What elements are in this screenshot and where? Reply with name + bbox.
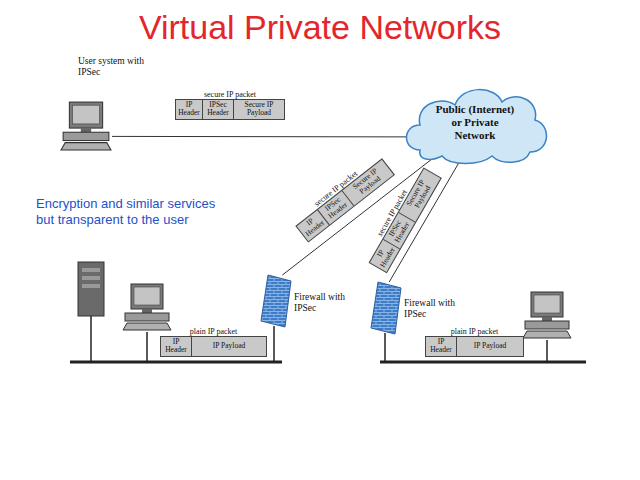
field-text: IP Header xyxy=(428,338,454,355)
network-link xyxy=(112,136,406,138)
computer-icon xyxy=(60,100,112,152)
header-field: IP Header xyxy=(161,337,191,356)
packet-heading: plain IP packet xyxy=(131,327,296,336)
cloud-text: Public (Internet) or Private Network xyxy=(433,103,517,143)
packet-heading: secure IP packet xyxy=(346,138,438,288)
firewall-node: Firewall with IPSec xyxy=(260,275,292,327)
system-label: User system with IPSec xyxy=(78,56,148,78)
field-text: IP Header xyxy=(372,242,397,269)
firewall-label: Firewall with IPSec xyxy=(404,298,460,320)
firewall-wall xyxy=(370,282,402,334)
right-lan xyxy=(380,292,586,362)
note-text: Encryption and similar services but tran… xyxy=(36,196,236,229)
ip-packet: secure IP packetIP HeaderIPSec HeaderSec… xyxy=(175,99,285,120)
packet-heading: secure IP packet xyxy=(146,90,314,99)
header-field: IPSec Header xyxy=(202,100,233,119)
field-text: Secure IP Payload xyxy=(236,101,282,118)
left-lan xyxy=(70,262,282,362)
header-field: IP Payload xyxy=(191,337,266,356)
firewall-label: Firewall with IPSec xyxy=(294,292,350,314)
field-text: IP Header xyxy=(178,101,200,118)
field-text: IP Header xyxy=(299,212,326,239)
header-field: IP Header xyxy=(370,240,399,272)
packet-heading: plain IP packet xyxy=(396,327,553,336)
ip-packet: plain IP packetIP HeaderIP Payload xyxy=(425,336,524,357)
header-field: Secure IP Payload xyxy=(233,100,284,119)
firewall-node: Firewall with IPSec xyxy=(370,282,402,334)
field-text: Secure IP Payload xyxy=(345,162,391,203)
header-field: IP Payload xyxy=(456,337,523,356)
field-text: IP Header xyxy=(163,338,189,355)
field-text: IP Payload xyxy=(474,342,506,350)
field-text: IP Payload xyxy=(213,342,245,350)
header-field: IP Header xyxy=(426,337,456,356)
field-text: IPSec Header xyxy=(205,101,231,118)
network-cloud: Public (Internet) or Private Network xyxy=(400,80,550,165)
header-field: IP Header xyxy=(176,100,202,119)
header-field: IP Header xyxy=(297,210,329,241)
firewall-wall xyxy=(260,275,292,327)
diagram-title: Virtual Private Networks xyxy=(0,8,640,47)
user-system-node: User system with IPSec xyxy=(60,100,112,152)
ip-packet: plain IP packetIP HeaderIP Payload xyxy=(160,336,267,357)
